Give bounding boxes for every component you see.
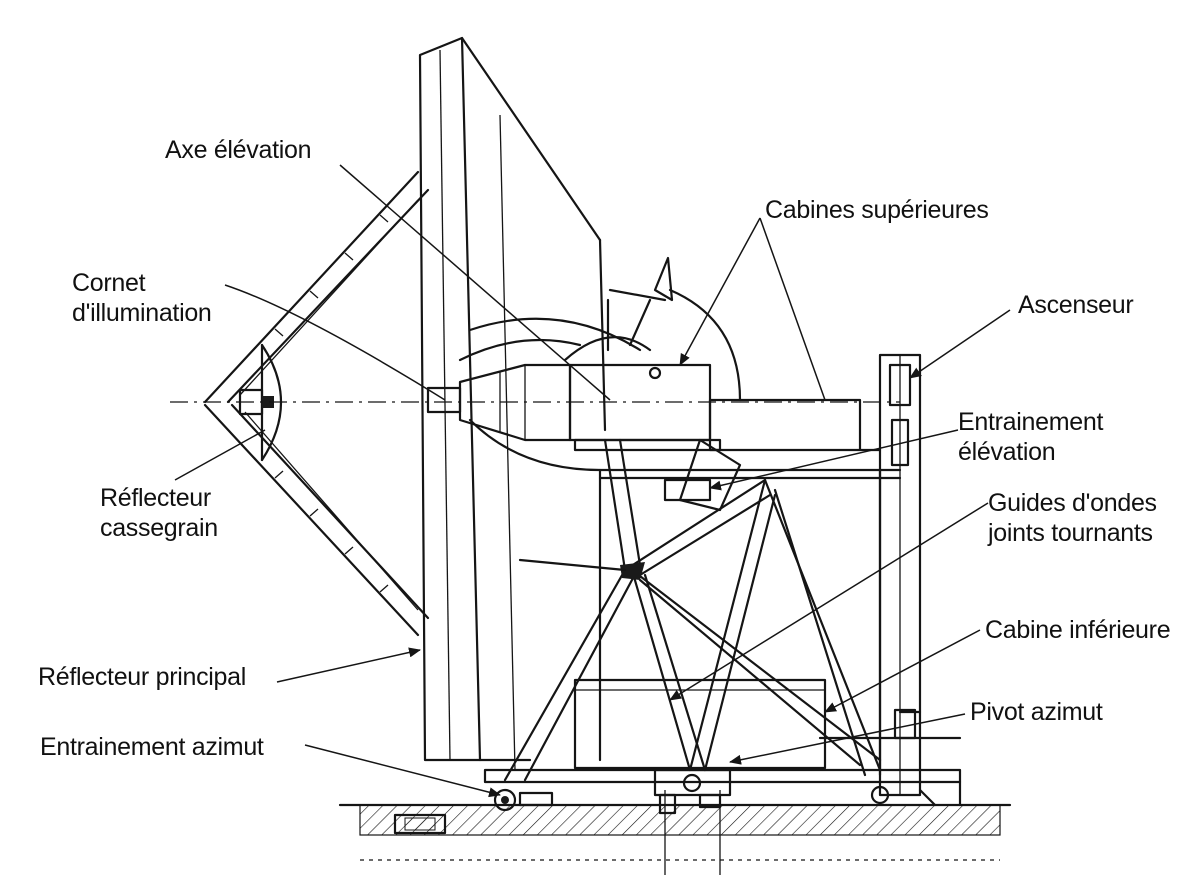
leader-axe-elevation: [339, 164, 611, 401]
label-guides-line1: Guides d'ondes: [988, 489, 1157, 517]
label-entrainement-elevation-line1: Entrainement: [958, 408, 1104, 436]
label-reflecteur-cassegrain: Réflecteur cassegrain: [100, 483, 218, 543]
main-reflector: [418, 36, 607, 771]
elevator-tower: [858, 353, 922, 797]
truss-frame: [503, 438, 882, 782]
subreflector-struts: [203, 170, 430, 637]
label-entrainement-azimut: Entrainement azimut: [40, 733, 264, 761]
label-cornet-illumination: Cornet d'illumination: [72, 268, 212, 328]
leader-lines: [174, 164, 1011, 798]
label-pivot-azimut: Pivot azimut: [970, 698, 1103, 726]
leader-cornet: [224, 284, 446, 401]
label-ascenseur: Ascenseur: [1018, 291, 1134, 319]
label-guides-ondes: Guides d'ondes joints tournants: [988, 488, 1157, 548]
label-cassegrain-line2: cassegrain: [100, 514, 218, 542]
label-cabines-superieures: Cabines supérieures: [765, 196, 989, 224]
leader-cabine-inferieure: [824, 629, 981, 713]
leader-entrainement-elevation: [709, 429, 959, 491]
leader-reflecteur-principal: [276, 647, 421, 683]
label-cornet-line1: Cornet: [72, 269, 146, 297]
label-cornet-line2: d'illumination: [72, 299, 212, 327]
label-cabine-inferieure: Cabine inférieure: [985, 616, 1171, 644]
leader-cassegrain: [174, 429, 266, 481]
ground-foundation: [338, 790, 1012, 875]
label-entrainement-elevation-line2: élévation: [958, 438, 1056, 466]
label-reflecteur-principal: Réflecteur principal: [38, 663, 246, 691]
leader-cabines-2: [759, 217, 826, 401]
leader-cabines-1: [679, 217, 761, 366]
upper-cabins: [563, 256, 862, 452]
label-guides-line2: joints tournants: [988, 519, 1153, 547]
label-entrainement-elevation: Entrainement élévation: [958, 407, 1103, 467]
leader-entrainement-azimut: [304, 744, 501, 798]
lower-cabin: [573, 678, 827, 770]
leader-pivot-azimut: [729, 713, 966, 765]
leader-ascenseur: [909, 309, 1011, 379]
label-cassegrain-line1: Réflecteur: [100, 484, 211, 512]
leader-guides: [669, 502, 989, 701]
base-carriage: [483, 708, 962, 815]
label-axe-elevation: Axe élévation: [165, 136, 312, 164]
